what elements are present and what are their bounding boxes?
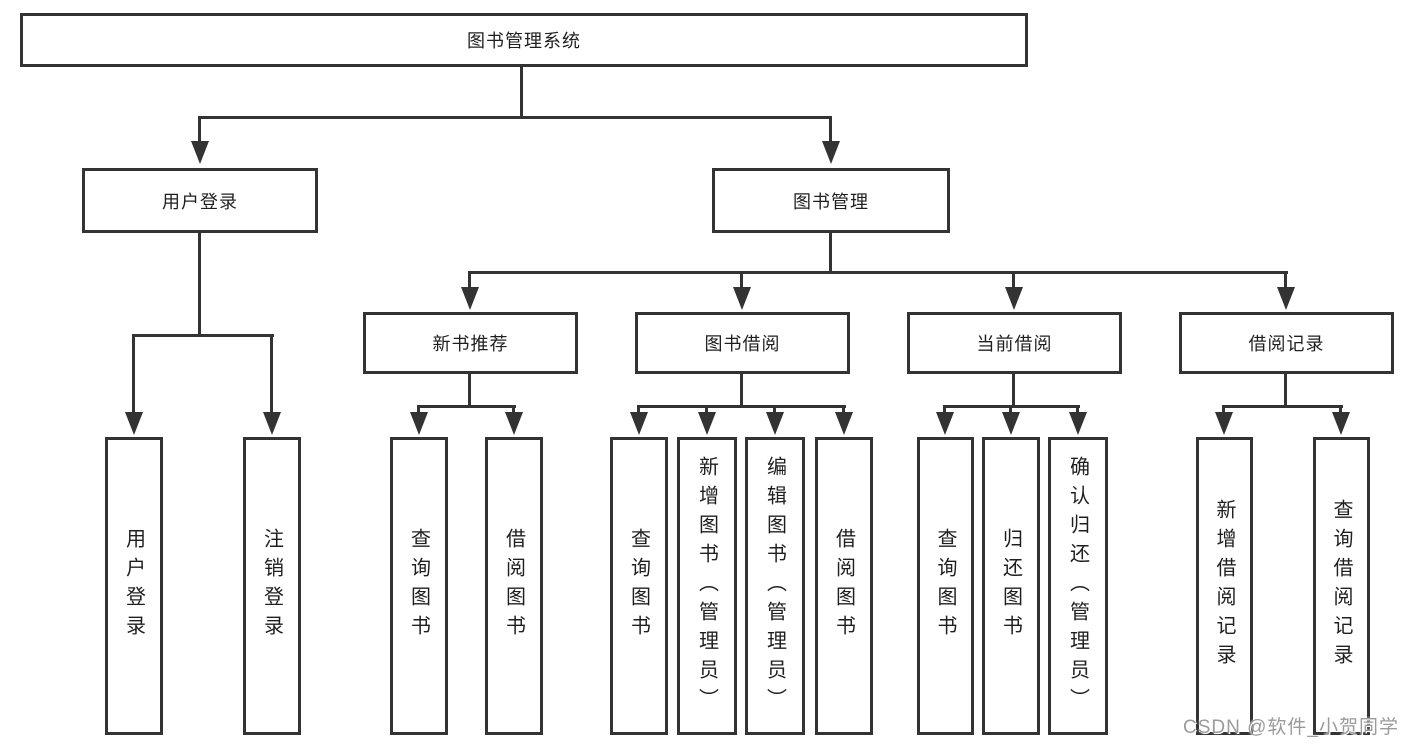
leaf-confirm-return-admin: 确认归还（管理员） xyxy=(1048,437,1108,735)
arrow-down-icon xyxy=(766,412,784,435)
connector-line xyxy=(705,405,708,414)
leaf-borrow-books-1: 借阅图书 xyxy=(485,437,543,735)
node-book-borrowing-label: 图书借阅 xyxy=(704,334,781,354)
connector-line xyxy=(468,271,471,289)
arrow-down-icon xyxy=(822,141,840,164)
leaf-add-borrow-record-label: 新增借阅记录 xyxy=(1213,499,1235,673)
arrow-down-icon xyxy=(1069,412,1087,435)
node-new-book-recommend-label: 新书推荐 xyxy=(432,334,509,354)
connector-line xyxy=(468,374,471,408)
leaf-query-borrow-record: 查询借阅记录 xyxy=(1313,437,1370,735)
connector-line xyxy=(943,405,946,414)
connector-line xyxy=(1284,374,1287,408)
leaf-user-login: 用户登录 xyxy=(105,437,163,735)
connector-line xyxy=(270,334,273,414)
connector-line xyxy=(1284,271,1287,289)
leaf-logout-label: 注销登录 xyxy=(260,528,283,644)
leaf-borrow-books-1-label: 借阅图书 xyxy=(502,528,525,644)
arrow-down-icon xyxy=(191,141,209,164)
leaf-return-book: 归还图书 xyxy=(982,437,1040,735)
connector-line xyxy=(829,116,832,143)
connector-line xyxy=(829,233,832,274)
connector-line xyxy=(1012,271,1015,289)
arrow-down-icon xyxy=(410,412,428,435)
arrow-down-icon xyxy=(733,287,751,310)
arrow-down-icon xyxy=(1215,412,1233,435)
leaf-logout: 注销登录 xyxy=(243,437,301,735)
leaf-edit-book-admin-label: 编辑图书（管理员） xyxy=(763,455,786,717)
node-book-management: 图书管理 xyxy=(712,168,950,233)
arrow-down-icon xyxy=(461,287,479,310)
node-current-borrowing: 当前借阅 xyxy=(907,312,1122,374)
leaf-user-login-label: 用户登录 xyxy=(122,528,145,644)
leaf-return-book-label: 归还图书 xyxy=(999,528,1022,644)
arrow-down-icon xyxy=(936,412,954,435)
connector-line xyxy=(1222,405,1343,408)
arrow-down-icon xyxy=(698,412,716,435)
leaf-add-book-admin-label: 新增图书（管理员） xyxy=(695,455,718,717)
connector-line xyxy=(1012,374,1015,408)
connector-line xyxy=(637,405,846,408)
connector-line xyxy=(740,374,743,408)
csdn-watermark: CSDN @软件_小贺同学 xyxy=(1183,717,1399,738)
node-book-borrowing: 图书借阅 xyxy=(635,312,850,374)
connector-line xyxy=(512,405,515,414)
arrow-down-icon xyxy=(263,412,281,435)
connector-line xyxy=(198,233,201,336)
connector-line xyxy=(198,116,832,119)
arrow-down-icon xyxy=(1332,412,1350,435)
connector-line xyxy=(468,271,1288,274)
connector-line xyxy=(1076,405,1079,414)
leaf-query-books-3: 查询图书 xyxy=(917,437,974,735)
leaf-add-book-admin: 新增图书（管理员） xyxy=(677,437,737,735)
connector-line xyxy=(417,405,516,408)
connector-line xyxy=(198,116,201,143)
connector-line xyxy=(132,334,274,337)
leaf-borrow-books-2-label: 借阅图书 xyxy=(832,528,855,644)
connector-line xyxy=(520,67,523,118)
connector-line xyxy=(637,405,640,414)
leaf-query-books-2: 查询图书 xyxy=(610,437,668,735)
node-root: 图书管理系统 xyxy=(20,13,1028,67)
connector-line xyxy=(842,405,845,414)
arrow-down-icon xyxy=(1002,412,1020,435)
node-user-login: 用户登录 xyxy=(82,168,318,233)
node-new-book-recommend: 新书推荐 xyxy=(363,312,578,374)
leaf-query-books-3-label: 查询图书 xyxy=(934,528,956,644)
arrow-down-icon xyxy=(1005,287,1023,310)
leaf-confirm-return-admin-label: 确认归还（管理员） xyxy=(1066,455,1089,717)
node-current-borrowing-label: 当前借阅 xyxy=(976,334,1053,354)
leaf-add-borrow-record: 新增借阅记录 xyxy=(1196,437,1253,735)
arrow-down-icon xyxy=(125,412,143,435)
connector-line xyxy=(132,334,135,414)
leaf-query-borrow-record-label: 查询借阅记录 xyxy=(1330,499,1352,673)
connector-line xyxy=(417,405,420,414)
connector-line xyxy=(1009,405,1012,414)
arrow-down-icon xyxy=(505,412,523,435)
connector-line xyxy=(1222,405,1225,414)
leaf-query-books-1-label: 查询图书 xyxy=(407,528,430,644)
node-root-label: 图书管理系统 xyxy=(467,31,581,51)
node-borrowing-records-label: 借阅记录 xyxy=(1248,334,1325,354)
leaf-query-books-1: 查询图书 xyxy=(390,437,448,735)
leaf-query-books-2-label: 查询图书 xyxy=(627,528,650,644)
arrow-down-icon xyxy=(1277,287,1295,310)
leaf-edit-book-admin: 编辑图书（管理员） xyxy=(745,437,805,735)
arrow-down-icon xyxy=(835,412,853,435)
arrow-down-icon xyxy=(630,412,648,435)
leaf-borrow-books-2: 借阅图书 xyxy=(815,437,873,735)
connector-line xyxy=(1339,405,1342,414)
node-borrowing-records: 借阅记录 xyxy=(1179,312,1394,374)
node-user-login-label: 用户登录 xyxy=(162,191,238,212)
connector-line xyxy=(740,271,743,289)
connector-line xyxy=(773,405,776,414)
node-book-management-label: 图书管理 xyxy=(793,191,869,212)
